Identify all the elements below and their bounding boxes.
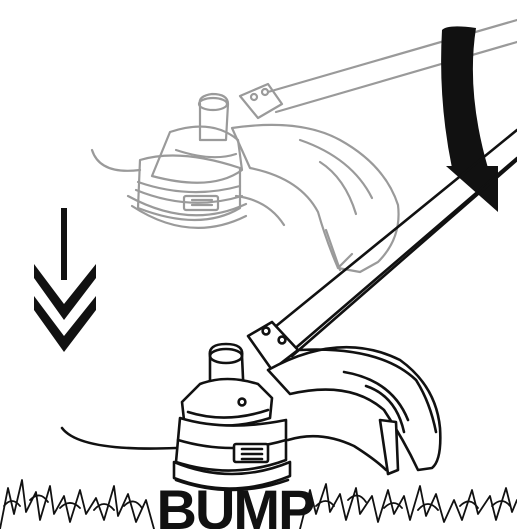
bump-label: BUMP <box>157 478 315 529</box>
double-down-arrow-icon <box>34 208 96 352</box>
string-trimmer-icon <box>62 130 517 490</box>
